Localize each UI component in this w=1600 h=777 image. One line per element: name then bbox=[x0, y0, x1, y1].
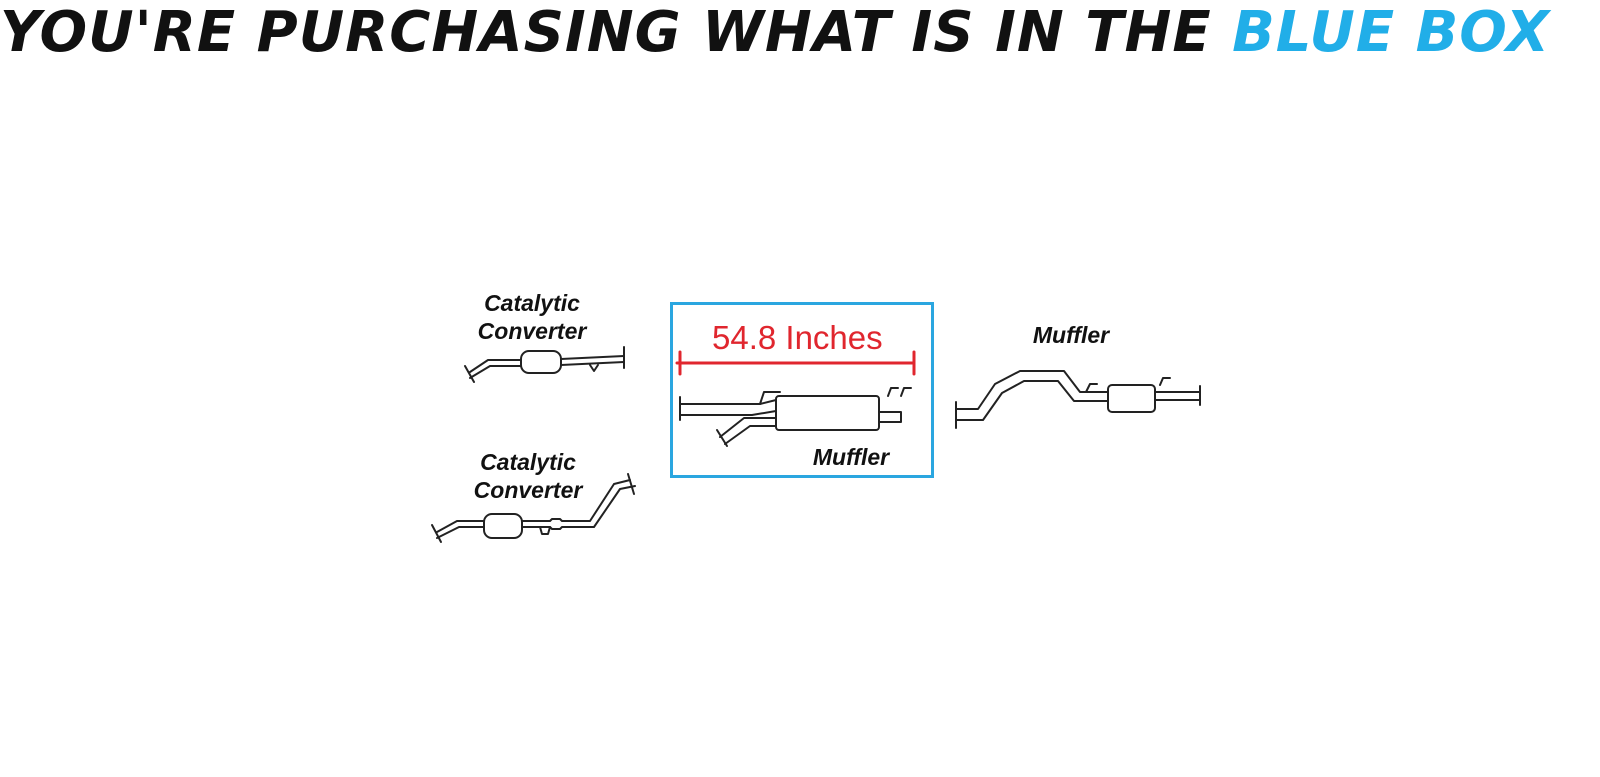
label-line: Converter bbox=[477, 318, 587, 344]
headline-prefix: YOU'RE PURCHASING WHAT IS IN THE bbox=[0, 0, 1212, 65]
muffler-right-drawing bbox=[955, 370, 1201, 429]
label-line: Catalytic bbox=[480, 449, 576, 475]
headline: YOU'RE PURCHASING WHAT IS IN THE BLUE BO… bbox=[0, 0, 1600, 66]
catalytic-converter-label-lower: Catalytic Converter bbox=[458, 448, 598, 504]
catalytic-converter-lower-drawing bbox=[431, 473, 636, 543]
dimension-label: 54.8 Inches bbox=[712, 319, 883, 356]
catalytic-converter-upper-drawing bbox=[464, 346, 625, 383]
muffler-center-drawing bbox=[675, 350, 916, 447]
label-line: Converter bbox=[473, 477, 583, 503]
muffler-label-right: Muffler bbox=[1032, 322, 1110, 348]
catalytic-converter-label-upper: Catalytic Converter bbox=[462, 289, 602, 345]
headline-highlight: BLUE BOX bbox=[1232, 0, 1551, 65]
label-line: Catalytic bbox=[484, 290, 580, 316]
purchased-part-box bbox=[670, 302, 934, 478]
muffler-label-center: Muffler bbox=[812, 444, 890, 470]
